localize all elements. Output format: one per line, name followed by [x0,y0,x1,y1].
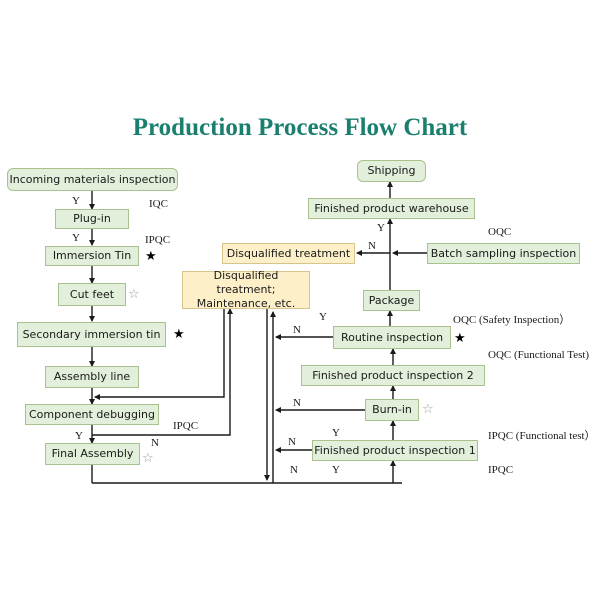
label-n-routine: N [293,324,301,336]
filled-star-icon: ★ [454,331,466,346]
label-n-bus: N [290,464,298,476]
box-immersion-tin: Immersion Tin [45,246,139,266]
label-oqc: OQC [488,226,512,238]
box-secondary-immersion-tin: Secondary immersion tin [17,322,166,347]
label-ipqc-final: IPQC [488,464,514,476]
box-cut-feet: Cut feet [58,283,126,306]
label-n-burnin: N [293,397,301,409]
label-y-bus: Y [332,464,340,476]
label-y-incoming: Y [72,195,80,207]
box-incoming-inspection: Incoming materials inspection [7,168,178,191]
label-oqc-safety: OQC (Safety Inspection） [453,314,571,326]
label-iqc: IQC [149,198,168,210]
box-batch-sampling-inspection: Batch sampling inspection [427,243,580,264]
edge-maintenance-return [94,309,225,400]
box-plug-in: Plug-in [55,209,129,229]
box-finished-product-inspection-2: Finished product inspection 2 [301,365,485,386]
box-final-assembly: Final Assembly [45,443,140,465]
box-disqualified-maintenance: Disqualified treatment; Maintenance, etc… [182,269,310,310]
chart-title: Production Process Flow Chart [132,114,468,141]
box-routine-inspection: Routine inspection [333,326,451,349]
box-assembly-line: Assembly line [45,366,139,388]
label-n-debugging: N [151,437,159,449]
label-n-fp1: N [288,436,296,448]
hollow-star-icon: ☆ [422,402,434,417]
box-finished-product-inspection-1: Finished product inspection 1 [312,440,478,461]
label-ipqc-functional: IPQC (Functional test） [488,430,596,442]
label-y-batch: Y [377,222,385,234]
filled-star-icon: ★ [145,249,157,264]
filled-star-icon: ★ [173,327,185,342]
hollow-star-icon: ☆ [128,287,140,302]
label-n-batch: N [368,240,376,252]
hollow-star-icon: ☆ [142,451,154,466]
box-finished-product-warehouse: Finished product warehouse [308,198,475,219]
label-y-fp1: Y [332,427,340,439]
label-y-debugging: Y [75,430,83,442]
label-oqc-functional: OQC (Functional Test) [488,349,590,361]
box-burn-in: Burn-in [365,399,419,421]
box-package: Package [363,290,420,311]
label-y-routine: Y [319,311,327,323]
label-ipqc-debugging: IPQC [173,420,199,432]
box-disqualified-treatment: Disqualified treatment [222,243,355,264]
box-component-debugging: Component debugging [25,404,159,425]
label-y-plugin: Y [72,232,80,244]
label-ipqc-immersion: IPQC [145,234,171,246]
box-shipping: Shipping [357,160,426,182]
edge-debugging-to-maintenance [92,308,233,436]
